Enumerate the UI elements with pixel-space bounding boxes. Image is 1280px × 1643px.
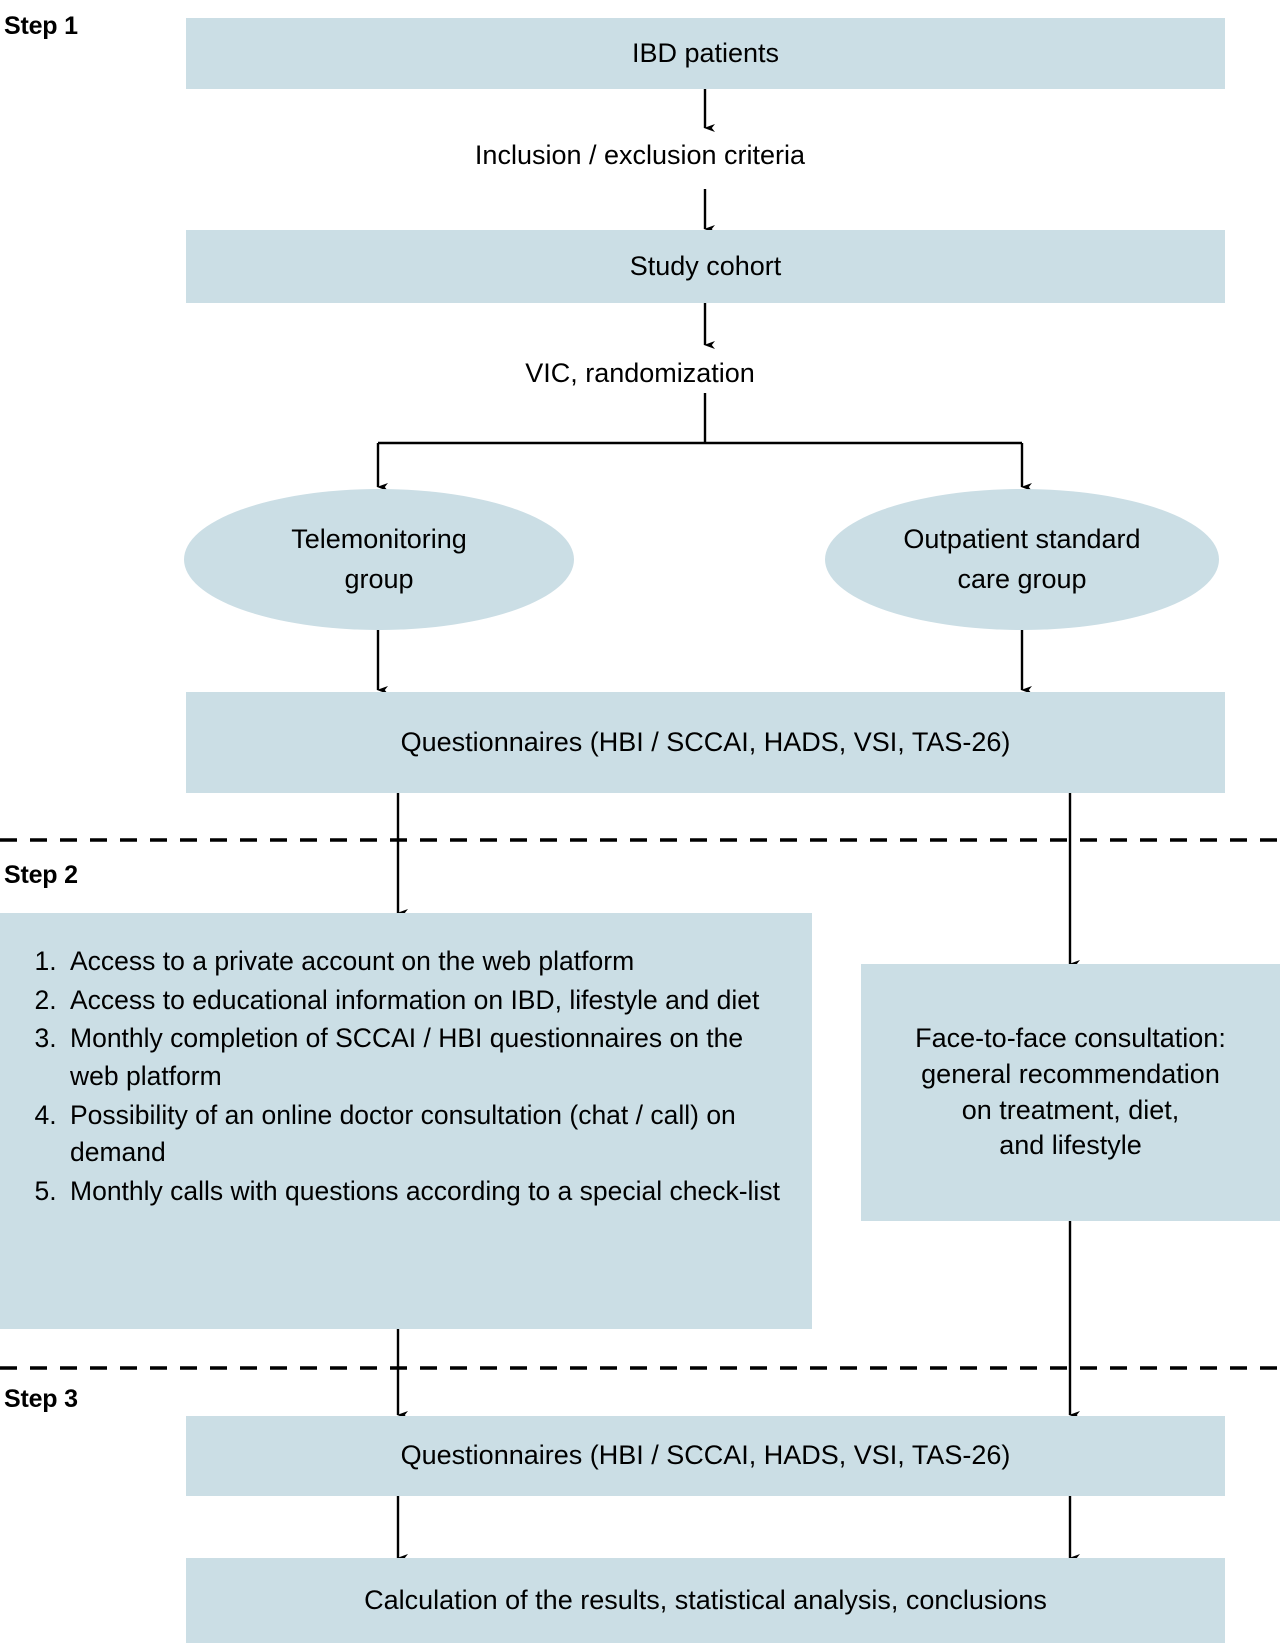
node-questionnaires-step1[interactable]: Questionnaires (HBI / SCCAI, HADS, VSI, … (186, 692, 1225, 793)
telemonitoring-group-line-2: group (344, 563, 414, 594)
step-3-label: Step 3 (4, 1385, 78, 1413)
list-item: Access to educational information on IBD… (64, 982, 794, 1020)
standard-care-group-line-1: Outpatient standard (903, 524, 1141, 555)
list-item: Monthly calls with questions according t… (64, 1173, 794, 1211)
standard-care-group-line-2: care group (957, 563, 1087, 594)
face-to-face-line-1: Face-to-face consultation: (915, 1023, 1226, 1054)
list-item: Monthly completion of SCCAI / HBI questi… (64, 1020, 794, 1095)
telemonitoring-group-line-1: Telemonitoring (291, 524, 467, 555)
list-item: Possibility of an online doctor consulta… (64, 1097, 794, 1172)
face-to-face-line-3: on treatment, diet, (961, 1094, 1180, 1125)
node-face-to-face-consultation[interactable]: Face-to-face consultation: general recom… (861, 964, 1280, 1221)
face-to-face-line-2: general recommendation (921, 1058, 1220, 1089)
node-outpatient-standard-care-group[interactable]: Outpatient standard care group (825, 489, 1219, 630)
step-1-label: Step 1 (4, 12, 78, 40)
node-questionnaires-step3[interactable]: Questionnaires (HBI / SCCAI, HADS, VSI, … (186, 1416, 1225, 1496)
node-telemonitoring-activities[interactable]: Access to a private account on the web p… (0, 913, 812, 1329)
telemonitoring-activities-list: Access to a private account on the web p… (22, 943, 794, 1210)
label-inclusion-exclusion-criteria: Inclusion / exclusion criteria (474, 140, 806, 170)
list-item: Access to a private account on the web p… (64, 943, 794, 981)
node-calculation-results[interactable]: Calculation of the results, statistical … (186, 1558, 1225, 1643)
face-to-face-line-4: and lifestyle (999, 1130, 1142, 1161)
node-telemonitoring-group[interactable]: Telemonitoring group (184, 489, 574, 630)
label-vic-randomization: VIC, randomization (525, 358, 755, 388)
step-2-label: Step 2 (4, 861, 78, 889)
node-study-cohort[interactable]: Study cohort (186, 230, 1225, 303)
node-ibd-patients[interactable]: IBD patients (186, 18, 1225, 89)
